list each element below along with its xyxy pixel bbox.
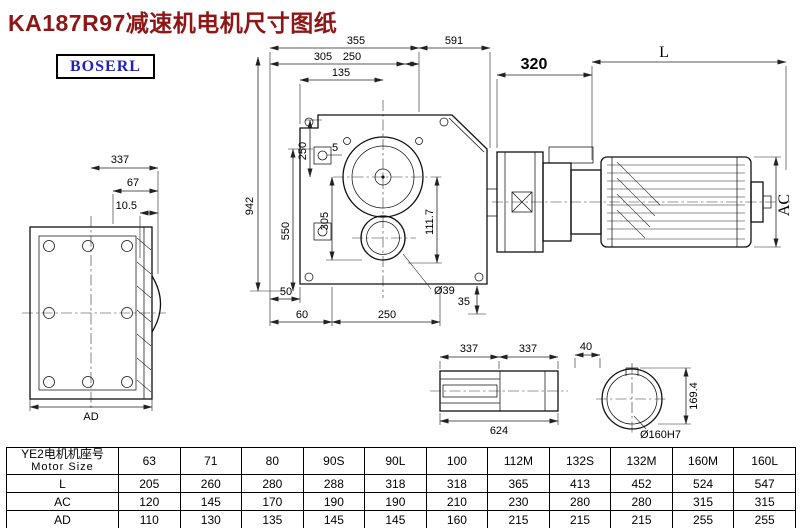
dim-front-ad: AD bbox=[83, 411, 98, 423]
dim-cell: 413 bbox=[548, 474, 612, 493]
dim-cell: 190 bbox=[364, 492, 427, 511]
size-col: 90L bbox=[364, 447, 427, 475]
dim-cell: 365 bbox=[487, 474, 550, 493]
dim-cell: 215 bbox=[548, 510, 612, 528]
bore-section-view: 40 169.4 Ø160H7 bbox=[574, 341, 700, 441]
dim-main-550: 550 bbox=[280, 222, 292, 240]
dim-cell: 547 bbox=[733, 474, 796, 493]
size-col: 90S bbox=[302, 447, 366, 475]
dim-main-305-top: 305 bbox=[314, 51, 332, 63]
dim-cell: 210 bbox=[425, 492, 489, 511]
dim-cell: 145 bbox=[364, 510, 427, 528]
dim-motor-L: L bbox=[659, 44, 669, 61]
dim-bore-dia160h7: Ø160H7 bbox=[640, 429, 681, 441]
dim-cell: 524 bbox=[671, 474, 735, 493]
dim-cell: 145 bbox=[302, 510, 366, 528]
dim-cell: 255 bbox=[671, 510, 735, 528]
table-row-AD: AD 110 130 135 145 145 160 215 215 215 2… bbox=[6, 510, 796, 528]
dim-main-dia39: Ø39 bbox=[434, 285, 455, 297]
size-col: 80 bbox=[241, 447, 304, 475]
dim-cell: 318 bbox=[364, 474, 427, 493]
dim-cell: 170 bbox=[241, 492, 304, 511]
motor-size-header-cell: YE2电机机座号 Motor Size bbox=[6, 447, 119, 475]
dim-shaft-337b: 337 bbox=[519, 343, 537, 355]
size-col: 132S bbox=[548, 447, 612, 475]
size-col: 160L bbox=[733, 447, 796, 475]
dim-front-337: 337 bbox=[111, 154, 129, 166]
table-row-L: L 205 260 280 288 318 318 365 413 452 52… bbox=[6, 474, 796, 493]
hollow-shaft-view: 337 337 624 bbox=[430, 343, 568, 437]
dim-cell: 315 bbox=[733, 492, 796, 511]
dim-cell: 120 bbox=[118, 492, 181, 511]
brand-logo: BOSERL bbox=[56, 54, 155, 79]
dim-main-250-left: 250 bbox=[297, 142, 309, 160]
motor-size-label-en: Motor Size bbox=[31, 461, 94, 473]
dim-cell: 452 bbox=[610, 474, 673, 493]
table-row-AC: AC 120 145 170 190 190 210 230 280 280 3… bbox=[6, 492, 796, 511]
technical-drawing: 337 67 10.5 AD bbox=[22, 35, 793, 441]
dim-main-305-left: 305 bbox=[319, 212, 331, 230]
dim-cell: 280 bbox=[610, 492, 673, 511]
dim-cell: 315 bbox=[671, 492, 735, 511]
motor-size-label-cn: YE2电机机座号 bbox=[21, 447, 104, 461]
dim-cell: 110 bbox=[118, 510, 181, 528]
gearbox-side-view: 355 591 305 250 135 942 550 250 5 305 bbox=[244, 35, 498, 326]
dim-shaft-624: 624 bbox=[490, 425, 508, 437]
dim-shaft-337a: 337 bbox=[460, 343, 478, 355]
dim-cell: 160 bbox=[425, 510, 489, 528]
dim-main-250-top: 250 bbox=[343, 51, 361, 63]
dim-motor-320: 320 bbox=[521, 56, 548, 73]
row-label: AC bbox=[6, 492, 119, 511]
size-col: 63 bbox=[118, 447, 181, 475]
dim-cell: 230 bbox=[487, 492, 550, 511]
dim-cell: 130 bbox=[179, 510, 243, 528]
dim-cell: 135 bbox=[241, 510, 304, 528]
dim-main-250-bottom: 250 bbox=[378, 309, 396, 321]
row-label: L bbox=[6, 474, 119, 493]
dim-cell: 280 bbox=[548, 492, 612, 511]
size-col: 112M bbox=[487, 447, 550, 475]
dim-cell: 280 bbox=[241, 474, 304, 493]
dim-main-35: 35 bbox=[458, 296, 470, 308]
dim-cell: 190 bbox=[302, 492, 366, 511]
dim-main-591: 591 bbox=[445, 35, 463, 47]
dim-main-942: 942 bbox=[244, 197, 256, 215]
table-header-row: YE2电机机座号 Motor Size 63 71 80 90S 90L 100… bbox=[6, 447, 796, 475]
gearbox-front-view: 337 67 10.5 AD bbox=[22, 154, 166, 423]
dim-cell: 215 bbox=[487, 510, 550, 528]
dim-main-355: 355 bbox=[347, 35, 365, 47]
size-col: 132M bbox=[610, 447, 673, 475]
size-col: 100 bbox=[425, 447, 489, 475]
row-label: AD bbox=[6, 510, 119, 528]
dim-main-135: 135 bbox=[332, 67, 350, 79]
dim-front-67: 67 bbox=[127, 177, 139, 189]
dim-cell: 318 bbox=[425, 474, 489, 493]
motor-view: 320 L AC bbox=[492, 44, 793, 253]
dim-main-50: 50 bbox=[280, 286, 292, 298]
dim-main-60: 60 bbox=[296, 309, 308, 321]
dim-cell: 205 bbox=[118, 474, 181, 493]
dim-cell: 215 bbox=[610, 510, 673, 528]
dim-main-111-7: 111.7 bbox=[424, 209, 436, 235]
dim-cell: 288 bbox=[302, 474, 366, 493]
dim-cell: 255 bbox=[733, 510, 796, 528]
dim-bore-40: 40 bbox=[580, 341, 592, 353]
page-title: KA187R97减速机电机尺寸图纸 bbox=[8, 10, 338, 36]
dim-main-5: 5 bbox=[332, 142, 338, 154]
size-col: 160M bbox=[671, 447, 735, 475]
dim-cell: 145 bbox=[179, 492, 243, 511]
size-col: 71 bbox=[179, 447, 243, 475]
dim-cell: 260 bbox=[179, 474, 243, 493]
motor-size-table: YE2电机机座号 Motor Size 63 71 80 90S 90L 100… bbox=[6, 447, 796, 528]
dim-motor-AC: AC bbox=[776, 194, 793, 216]
dim-bore-169-4: 169.4 bbox=[688, 382, 700, 410]
dim-front-10-5: 10.5 bbox=[116, 200, 137, 212]
